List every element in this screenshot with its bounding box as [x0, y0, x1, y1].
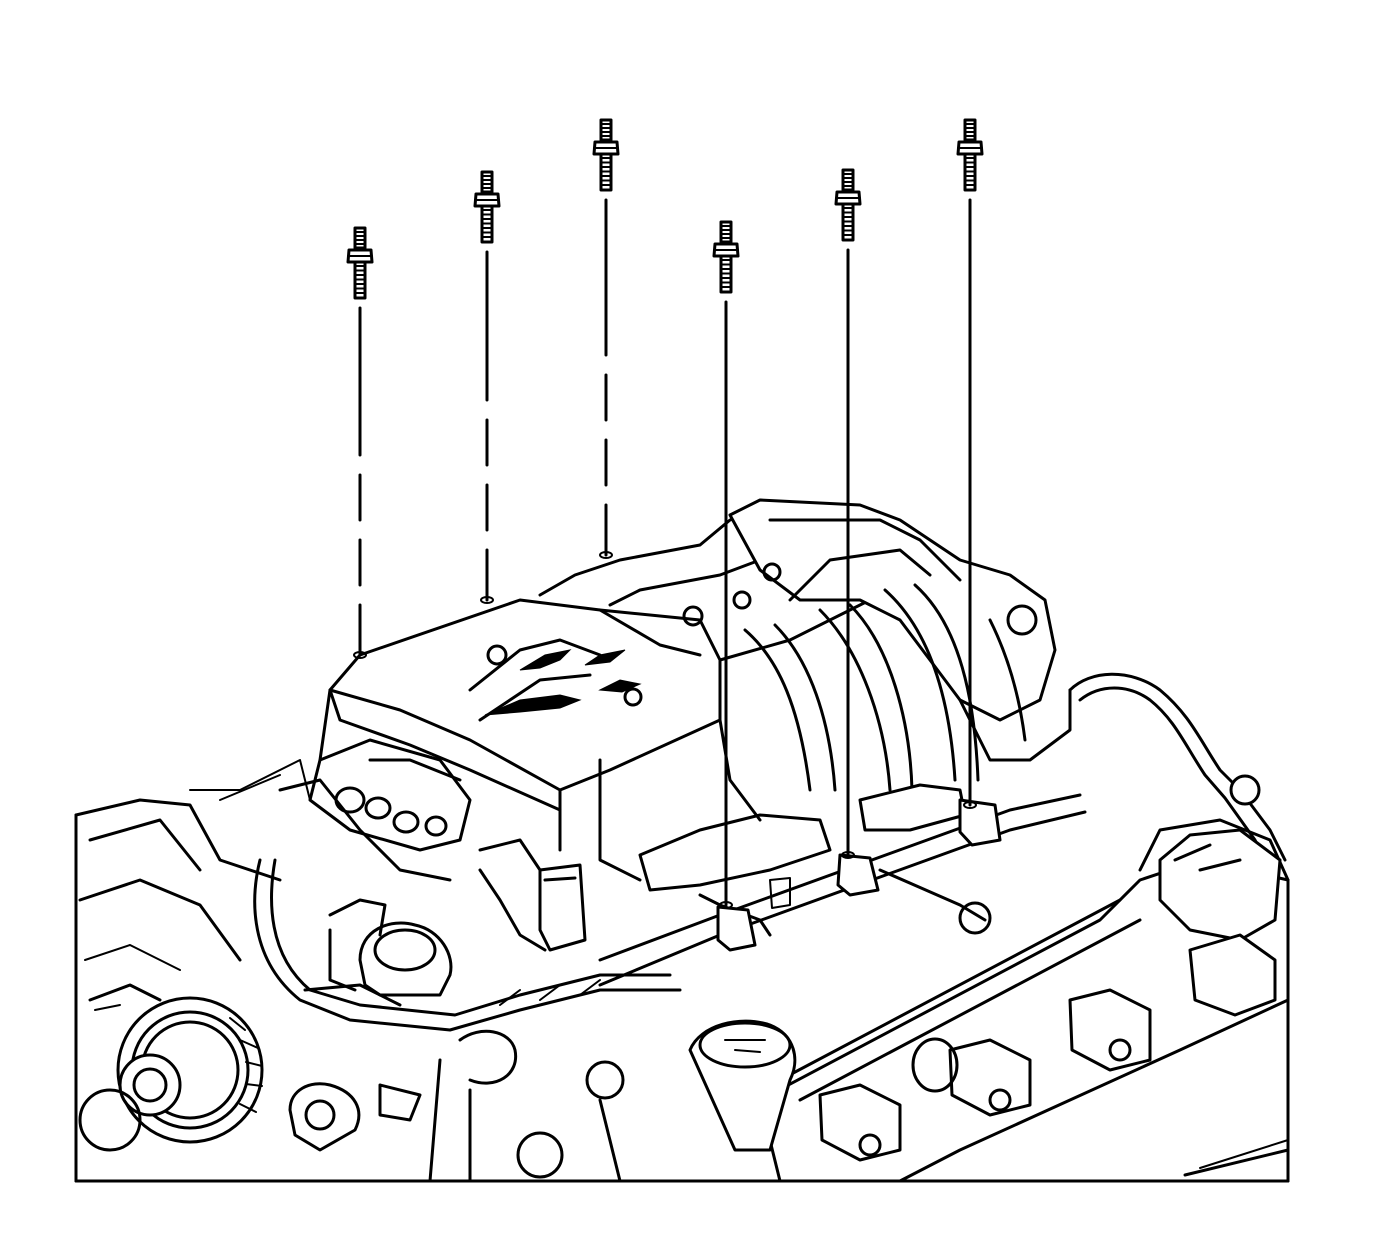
stud-icon	[956, 118, 984, 192]
pulley-icon	[78, 983, 264, 1152]
stud-icon	[712, 220, 740, 294]
engine-block	[74, 759, 1290, 1183]
stud-icon	[473, 170, 501, 244]
oil-filler	[288, 1019, 797, 1183]
stud-hole-icon	[480, 596, 494, 604]
harness-icon	[253, 672, 1287, 1032]
stud-hole-icon	[963, 801, 977, 809]
ignition-coil-icon	[818, 828, 1282, 1162]
stud-icon	[346, 226, 374, 300]
stud-group	[346, 118, 984, 909]
fuel-rail-icon	[598, 793, 1087, 987]
stud-icon	[592, 118, 620, 192]
throttle-body	[278, 738, 472, 882]
stud-icon	[834, 168, 862, 242]
fuel-pump	[328, 838, 587, 997]
stud-hole-icon	[841, 851, 855, 859]
stud-hole-icon	[719, 901, 733, 909]
stud-hole-icon	[353, 651, 367, 659]
stud-hole-icon	[599, 551, 613, 559]
